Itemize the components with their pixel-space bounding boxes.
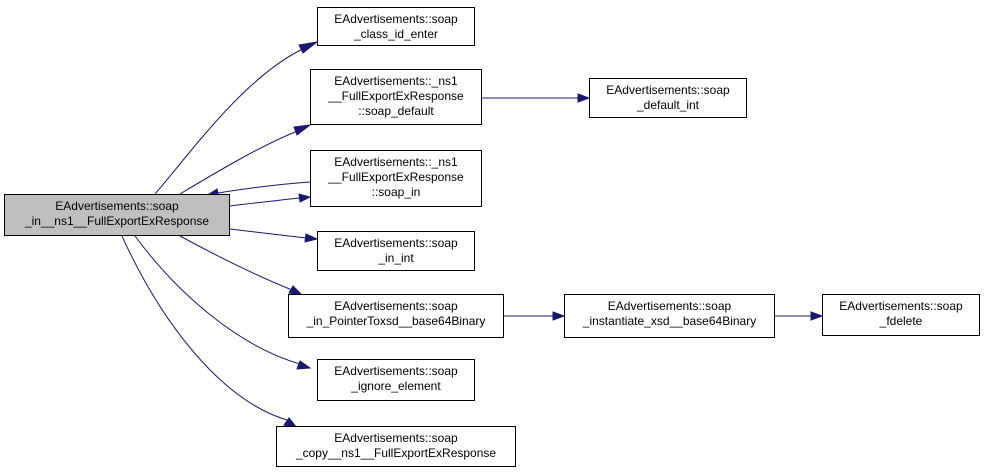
edge-root-to-in-int — [229, 228, 319, 243]
node-instantiate-line-1: EAdvertisements::soap — [607, 299, 732, 313]
node-root-line-1: EAdvertisements::soap — [55, 199, 179, 213]
node-soap-instantiate-xsd-base64binary[interactable]: EAdvertisements::soap _instantiate_xsd__… — [564, 294, 775, 338]
node-fdelete-line-1: EAdvertisements::soap — [839, 299, 963, 313]
edge-soap-default-to-default-int — [482, 93, 591, 103]
node-soap-default-int[interactable]: EAdvertisements::soap _default_int — [589, 78, 747, 118]
edge-root-to-ignore-element — [134, 235, 312, 370]
node-copy-line-1: EAdvertisements::soap — [334, 431, 458, 445]
node-pointer-line-2: _in_PointerToxsd__base64Binary — [306, 314, 486, 328]
node-root-line-2: _in__ns1__FullExportExResponse — [24, 214, 210, 228]
node-pointer-line-1: EAdvertisements::soap — [334, 299, 458, 313]
node-in-int-line-2: _in_int — [378, 251, 414, 265]
node-ignore-element-line-1: EAdvertisements::soap — [334, 364, 458, 378]
node-soap-in-line-3: ::soap_in — [371, 185, 421, 199]
node-soap-in-int[interactable]: EAdvertisements::soap _in_int — [317, 231, 475, 271]
node-soap-default-line-2: __FullExportExResponse — [328, 89, 464, 103]
node-copy-line-2: _copy__ns1__FullExportExResponse — [295, 446, 497, 460]
node-soap-default-line-3: ::soap_default — [358, 104, 434, 118]
node-fdelete-line-2: _fdelete — [879, 314, 923, 328]
node-soap-class-id-enter[interactable]: EAdvertisements::soap _class_id_enter — [317, 7, 475, 46]
node-soap-fdelete[interactable]: EAdvertisements::soap _fdelete — [822, 294, 980, 336]
node-instantiate-line-2: _instantiate_xsd__base64Binary — [582, 314, 757, 328]
node-fullexportexresponse-soap-in[interactable]: EAdvertisements::_ns1 __FullExportExResp… — [310, 150, 482, 207]
edge-root-to-soap-default — [179, 124, 312, 195]
node-soap-in-pointertoxsd-base64binary[interactable]: EAdvertisements::soap _in_PointerToxsd__… — [288, 294, 504, 338]
edge-root-to-copy — [121, 235, 299, 429]
edge-instantiate-to-fdelete — [775, 311, 824, 321]
node-soap-copy-fullexportexresponse[interactable]: EAdvertisements::soap _copy__ns1__FullEx… — [276, 426, 516, 467]
node-soap-default-line-1: EAdvertisements::_ns1 — [334, 74, 458, 88]
node-soap-in-line-2: __FullExportExResponse — [328, 170, 464, 184]
node-ignore-element-line-2: _ignore_element — [351, 379, 441, 393]
node-root-soap-in-fullexportexresponse[interactable]: EAdvertisements::soap _in__ns1__FullExpo… — [4, 194, 230, 236]
node-soap-ignore-element[interactable]: EAdvertisements::soap _ignore_element — [317, 359, 475, 401]
edge-root-to-class-id-enter — [154, 41, 318, 195]
node-class-id-enter-line-2: _class_id_enter — [353, 27, 439, 41]
node-default-int-line-1: EAdvertisements::soap — [606, 83, 730, 97]
node-in-int-line-1: EAdvertisements::soap — [334, 236, 458, 250]
edge-root-to-soap-in — [229, 193, 312, 207]
node-soap-in-line-1: EAdvertisements::_ns1 — [334, 155, 458, 169]
node-class-id-enter-line-1: EAdvertisements::soap — [334, 12, 458, 26]
node-default-int-line-2: _default_int — [636, 98, 700, 112]
edge-pointer-to-instantiate — [504, 311, 566, 321]
edge-root-to-pointer-base64 — [179, 235, 304, 296]
node-fullexportexresponse-soap-default[interactable]: EAdvertisements::_ns1 __FullExportExResp… — [310, 69, 482, 125]
